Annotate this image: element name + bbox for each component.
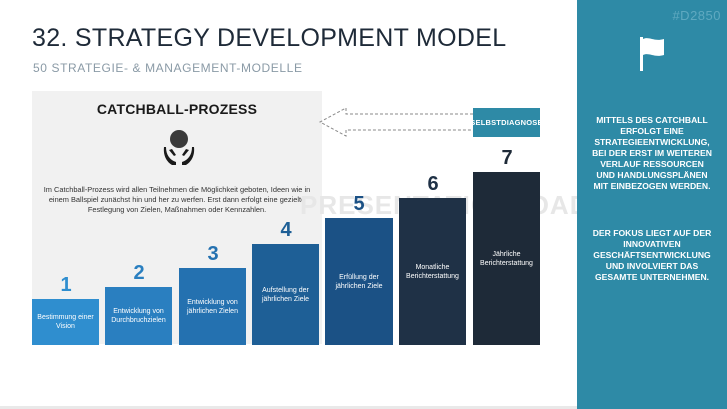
panel-description: Im Catchball-Prozess wird allen Teilnehm… — [43, 185, 311, 214]
slide-code: #D2850 — [672, 8, 721, 23]
step-3: Entwicklung von jährlichen Zielen — [179, 268, 246, 345]
sidebar-text-1: MITTELS DES CATCHBALL ERFOLGT EINE STRAT… — [592, 115, 712, 191]
step-2: Entwicklung von Durchbruchzielen — [105, 287, 172, 345]
panel-title: CATCHBALL-PROZESS — [96, 101, 258, 117]
flag-icon — [640, 37, 664, 71]
step-number-6: 6 — [427, 173, 439, 195]
page-subtitle: 50 STRATEGIE- & MANAGEMENT-MODELLE — [33, 61, 303, 75]
dashed-arrow-left-icon — [318, 107, 473, 137]
step-number-7: 7 — [501, 147, 513, 169]
step-6: Monatliche Berichterstattung — [399, 198, 466, 345]
hands-holding-ball-icon — [163, 130, 195, 165]
sidebar-text-2: DER FOKUS LIEGT AUF DER INNOVATIVEN GESC… — [592, 228, 712, 282]
sidebar: #D2850 MITTELS DES CATCHBALL ERFOLGT EIN… — [577, 0, 727, 409]
step-number-4: 4 — [280, 219, 292, 241]
step-4: Aufstellung der jährlichen Ziele — [252, 244, 319, 345]
footer-divider — [0, 406, 577, 409]
page-title: 32. STRATEGY DEVELOPMENT MODEL — [32, 24, 507, 52]
step-number-2: 2 — [133, 262, 145, 284]
step-1: Bestimmung einer Vision — [32, 299, 99, 345]
step-number-5: 5 — [353, 193, 365, 215]
step-number-3: 3 — [207, 243, 219, 265]
selbstdiagnose-box: SELBSTDIAGNOSE — [470, 108, 543, 137]
step-number-1: 1 — [60, 274, 72, 296]
step-5: Erfüllung der jährlichen Ziele — [325, 218, 393, 345]
step-7: Jährliche Berichterstattung — [473, 172, 540, 345]
